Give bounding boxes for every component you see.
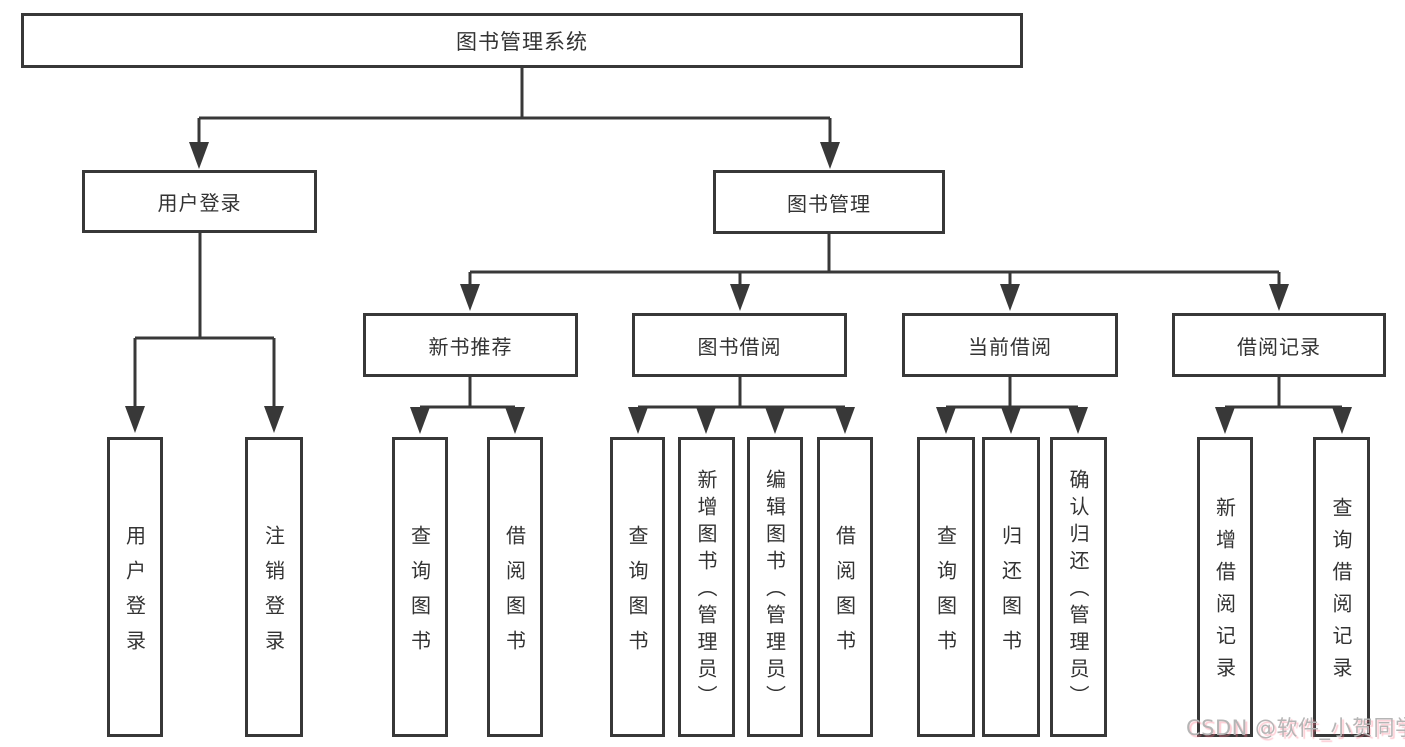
leaf-confirm-return-admin: 确认归还（管理员）	[1050, 437, 1107, 737]
node-borrow-records: 借阅记录	[1172, 313, 1386, 377]
leaf-query-books-borrow: 查询图书	[610, 437, 665, 737]
arrowhead	[264, 406, 284, 433]
arrowhead	[460, 284, 480, 311]
node-label: 编辑图书（管理员）	[762, 469, 787, 712]
node-label: 确认归还（管理员）	[1066, 469, 1090, 712]
arrowhead	[505, 407, 525, 434]
node-book-management: 图书管理	[713, 170, 945, 234]
leaf-edit-book-admin: 编辑图书（管理员）	[747, 437, 803, 737]
leaf-borrow-books: 借阅图书	[817, 437, 873, 737]
node-label: 用户登录	[122, 524, 147, 665]
arrowhead	[628, 407, 648, 434]
leaf-query-books-recommend: 查询图书	[392, 437, 448, 737]
node-label: 查询借阅记录	[1329, 497, 1353, 689]
node-user-login: 用户登录	[82, 170, 317, 233]
node-label: 用户登录	[157, 191, 242, 215]
node-book-borrow: 图书借阅	[632, 313, 847, 377]
arrowhead	[936, 407, 956, 434]
node-label: 借阅记录	[1237, 334, 1321, 359]
node-label: 查询图书	[625, 524, 649, 665]
arrowheads	[125, 142, 1352, 434]
arrowhead	[125, 406, 145, 433]
arrowhead	[1001, 407, 1021, 434]
arrowhead	[1000, 284, 1020, 311]
arrowhead	[696, 407, 716, 434]
node-label: 查询图书	[933, 524, 958, 665]
leaf-logout-login: 注销登录	[245, 437, 303, 737]
node-label: 借阅图书	[832, 524, 857, 665]
leaf-user-login: 用户登录	[107, 437, 163, 737]
arrowhead	[1068, 407, 1088, 434]
csdn-watermark: CSDN @软件_小贺同学	[1186, 716, 1405, 740]
arrowhead	[1332, 407, 1352, 434]
leaf-return-books: 归还图书	[982, 437, 1040, 737]
arrowhead	[835, 407, 855, 434]
arrowhead	[765, 407, 785, 434]
node-label: 新书推荐	[428, 334, 513, 359]
leaf-borrow-books-recommend: 借阅图书	[487, 437, 543, 737]
node-book-management-system: 图书管理系统	[21, 13, 1023, 68]
node-label: 图书借阅	[697, 334, 782, 359]
node-label: 图书管理系统	[456, 29, 588, 54]
node-label: 图书管理	[787, 191, 871, 216]
node-current-borrow: 当前借阅	[902, 313, 1118, 377]
tree-edges	[133, 68, 1342, 409]
node-label: 当前借阅	[968, 334, 1052, 359]
leaf-add-borrow-record: 新增借阅记录	[1197, 437, 1253, 737]
leaf-query-borrow-record: 查询借阅记录	[1313, 437, 1370, 737]
leaf-add-book-admin: 新增图书（管理员）	[678, 437, 735, 737]
node-label: 新增图书（管理员）	[694, 469, 718, 712]
arrowhead	[1215, 407, 1235, 434]
node-label: 新增借阅记录	[1212, 497, 1237, 689]
arrowhead	[189, 142, 209, 169]
arrowhead	[1269, 284, 1289, 311]
node-label: 借阅图书	[502, 524, 527, 665]
arrowhead	[730, 284, 750, 311]
node-new-book-recommend: 新书推荐	[363, 313, 578, 377]
node-label: 归还图书	[998, 524, 1023, 665]
leaf-query-books-current: 查询图书	[917, 437, 975, 737]
node-label: 注销登录	[261, 524, 286, 665]
arrowhead	[820, 142, 840, 169]
node-label: 查询图书	[407, 524, 432, 665]
arrowhead	[410, 407, 430, 434]
